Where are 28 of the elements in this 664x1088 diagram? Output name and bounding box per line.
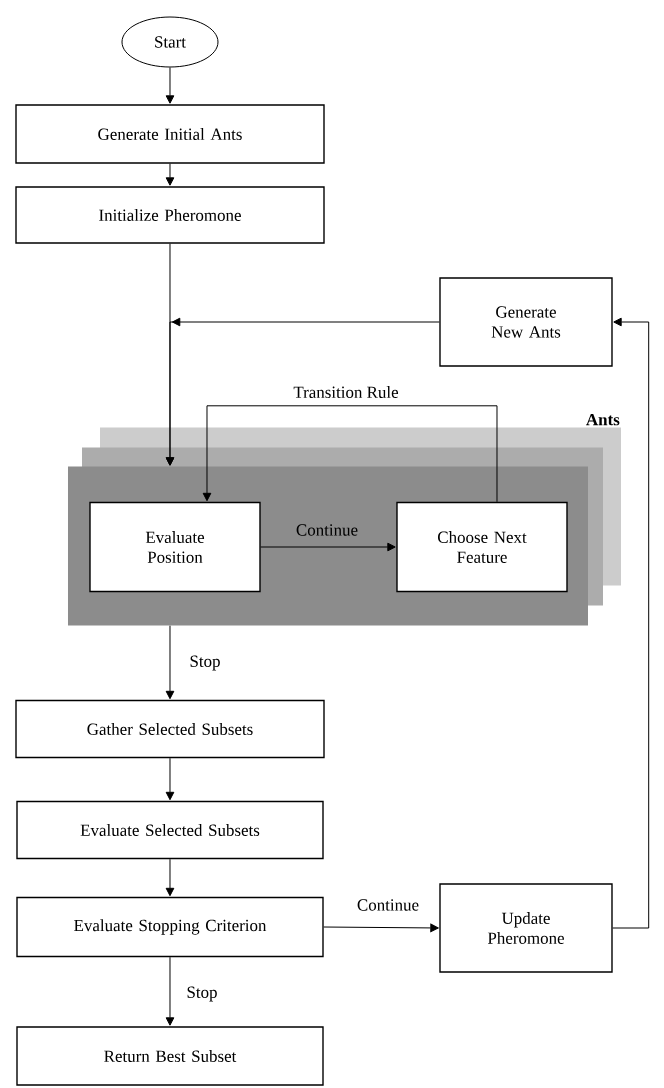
edge-label: Continue xyxy=(294,523,360,537)
process-box: Return Best Subset xyxy=(16,1026,324,1086)
edge-label: Continue xyxy=(355,898,421,912)
process-box: Generate Initial Ants xyxy=(15,104,325,164)
arrow xyxy=(165,956,175,1026)
process-box: Update Pheromone xyxy=(439,883,613,973)
arrow xyxy=(165,163,175,186)
process-box: Choose Next Feature xyxy=(396,501,568,593)
arrow xyxy=(323,923,439,933)
arrow xyxy=(260,542,396,552)
process-box: Evaluate Selected Subsets xyxy=(16,800,324,860)
start-oval: Start xyxy=(121,16,219,68)
process-box: Evaluate Position xyxy=(89,501,261,593)
process-box: Initialize Pheromone xyxy=(15,186,325,244)
arrow xyxy=(165,67,175,104)
edge-label: Stop xyxy=(188,654,222,672)
process-box: Gather Selected Subsets xyxy=(15,699,325,759)
arrow xyxy=(612,317,650,929)
arrow xyxy=(165,757,175,801)
node-label: Ants xyxy=(586,413,620,426)
edge-label: Transition Rule xyxy=(292,385,400,399)
process-box: Evaluate Stopping Criterion xyxy=(16,896,324,958)
edge-label: Stop xyxy=(185,985,219,1003)
process-box: Generate New Ants xyxy=(439,277,613,367)
arrow xyxy=(165,625,175,700)
arrow xyxy=(165,858,175,897)
arrow xyxy=(165,317,440,466)
arrow xyxy=(202,405,498,503)
